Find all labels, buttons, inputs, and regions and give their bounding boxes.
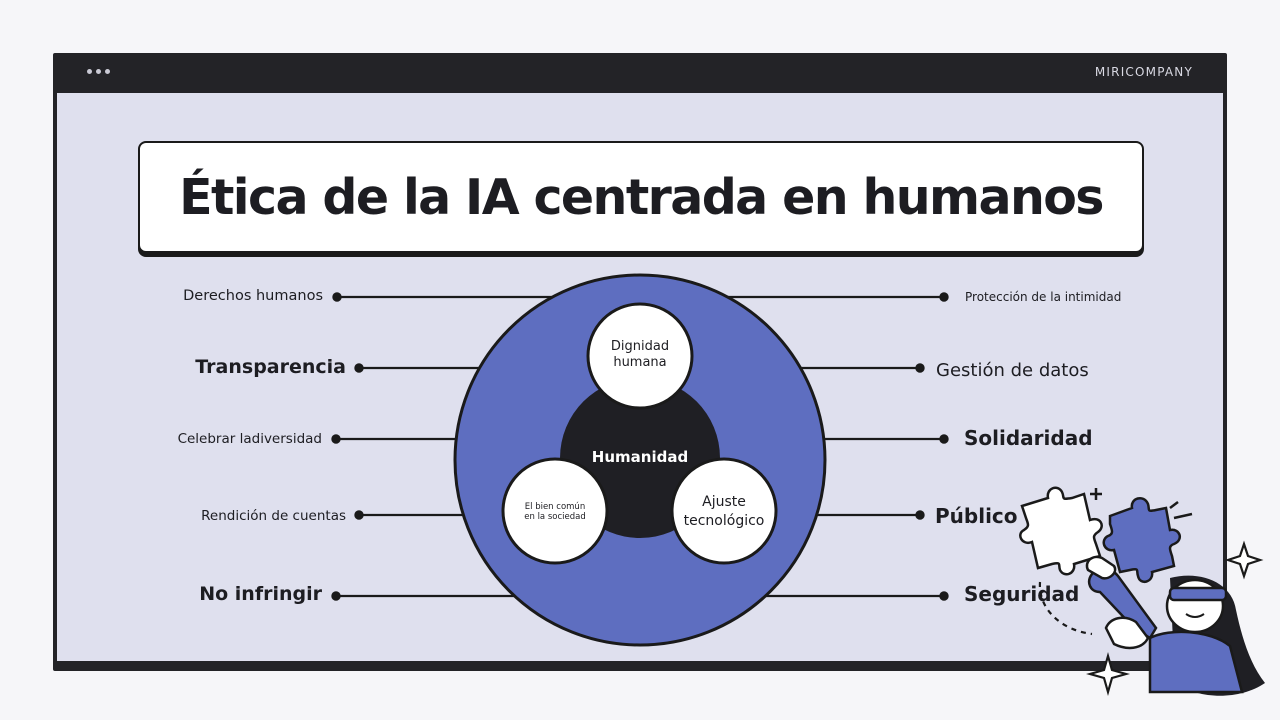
- label-right-1: Protección de la intimidad: [965, 290, 1122, 304]
- label-left-5: No infringir: [199, 583, 322, 605]
- window-titlebar: MIRICOMPANY: [53, 53, 1227, 91]
- inner-circle-top: [586, 302, 694, 410]
- plus-icon: [1090, 488, 1102, 500]
- spark-lines: [1169, 501, 1193, 520]
- inner-label-left: El bien común en la sociedad: [510, 502, 600, 522]
- core-label: Humanidad: [591, 448, 689, 466]
- connector-dot: [915, 510, 925, 520]
- person-figure: [1085, 555, 1265, 696]
- label-right-2: Gestión de datos: [936, 360, 1089, 381]
- inner-label-right-line1: Ajuste: [702, 494, 746, 510]
- puzzle-piece-icon: [1102, 496, 1182, 584]
- inner-label-top: Dignidad humana: [590, 339, 690, 371]
- inner-label-top-line2: humana: [613, 355, 667, 370]
- label-left-4: Rendición de cuentas: [201, 508, 346, 524]
- label-left-1: Derechos humanos: [183, 288, 323, 304]
- motion-line: [1038, 581, 1093, 636]
- connector-dot: [915, 363, 925, 373]
- label-right-5: Seguridad: [964, 582, 1080, 606]
- inner-label-right-line2: tecnológico: [683, 513, 765, 529]
- label-right-3: Solidaridad: [964, 426, 1093, 450]
- connector-dot: [354, 363, 364, 373]
- connector-dot: [939, 434, 949, 444]
- label-left-2: Transparencia: [195, 356, 346, 378]
- inner-label-left-line2: en la sociedad: [524, 512, 586, 522]
- slide-title: Ética de la IA centrada en humanos: [179, 168, 1104, 226]
- connector-dot: [354, 510, 364, 520]
- sparkle-icon: [1085, 651, 1131, 697]
- inner-circle-left: [501, 457, 609, 565]
- connector-dot: [939, 292, 949, 302]
- connector-dot: [331, 434, 341, 444]
- brand-name: MIRICOMPANY: [1094, 65, 1193, 79]
- connector-dot: [939, 591, 949, 601]
- puzzle-person-illustration: [1019, 486, 1265, 697]
- puzzle-piece-icon: [1019, 486, 1103, 576]
- inner-label-right: Ajuste tecnológico: [674, 493, 774, 531]
- slide-title-box: Ética de la IA centrada en humanos: [138, 141, 1144, 253]
- label-left-3: Celebrar ladiversidad: [177, 431, 322, 447]
- window-menu-dots-icon[interactable]: [87, 69, 110, 74]
- inner-label-left-line1: El bien común: [524, 502, 586, 512]
- inner-label-top-line1: Dignidad: [610, 339, 670, 354]
- sparkle-icon: [1224, 540, 1264, 580]
- connector-dot: [332, 292, 342, 302]
- inner-circle-right: [670, 457, 778, 565]
- connector-dot: [331, 591, 341, 601]
- label-right-4: Público: [935, 504, 1018, 528]
